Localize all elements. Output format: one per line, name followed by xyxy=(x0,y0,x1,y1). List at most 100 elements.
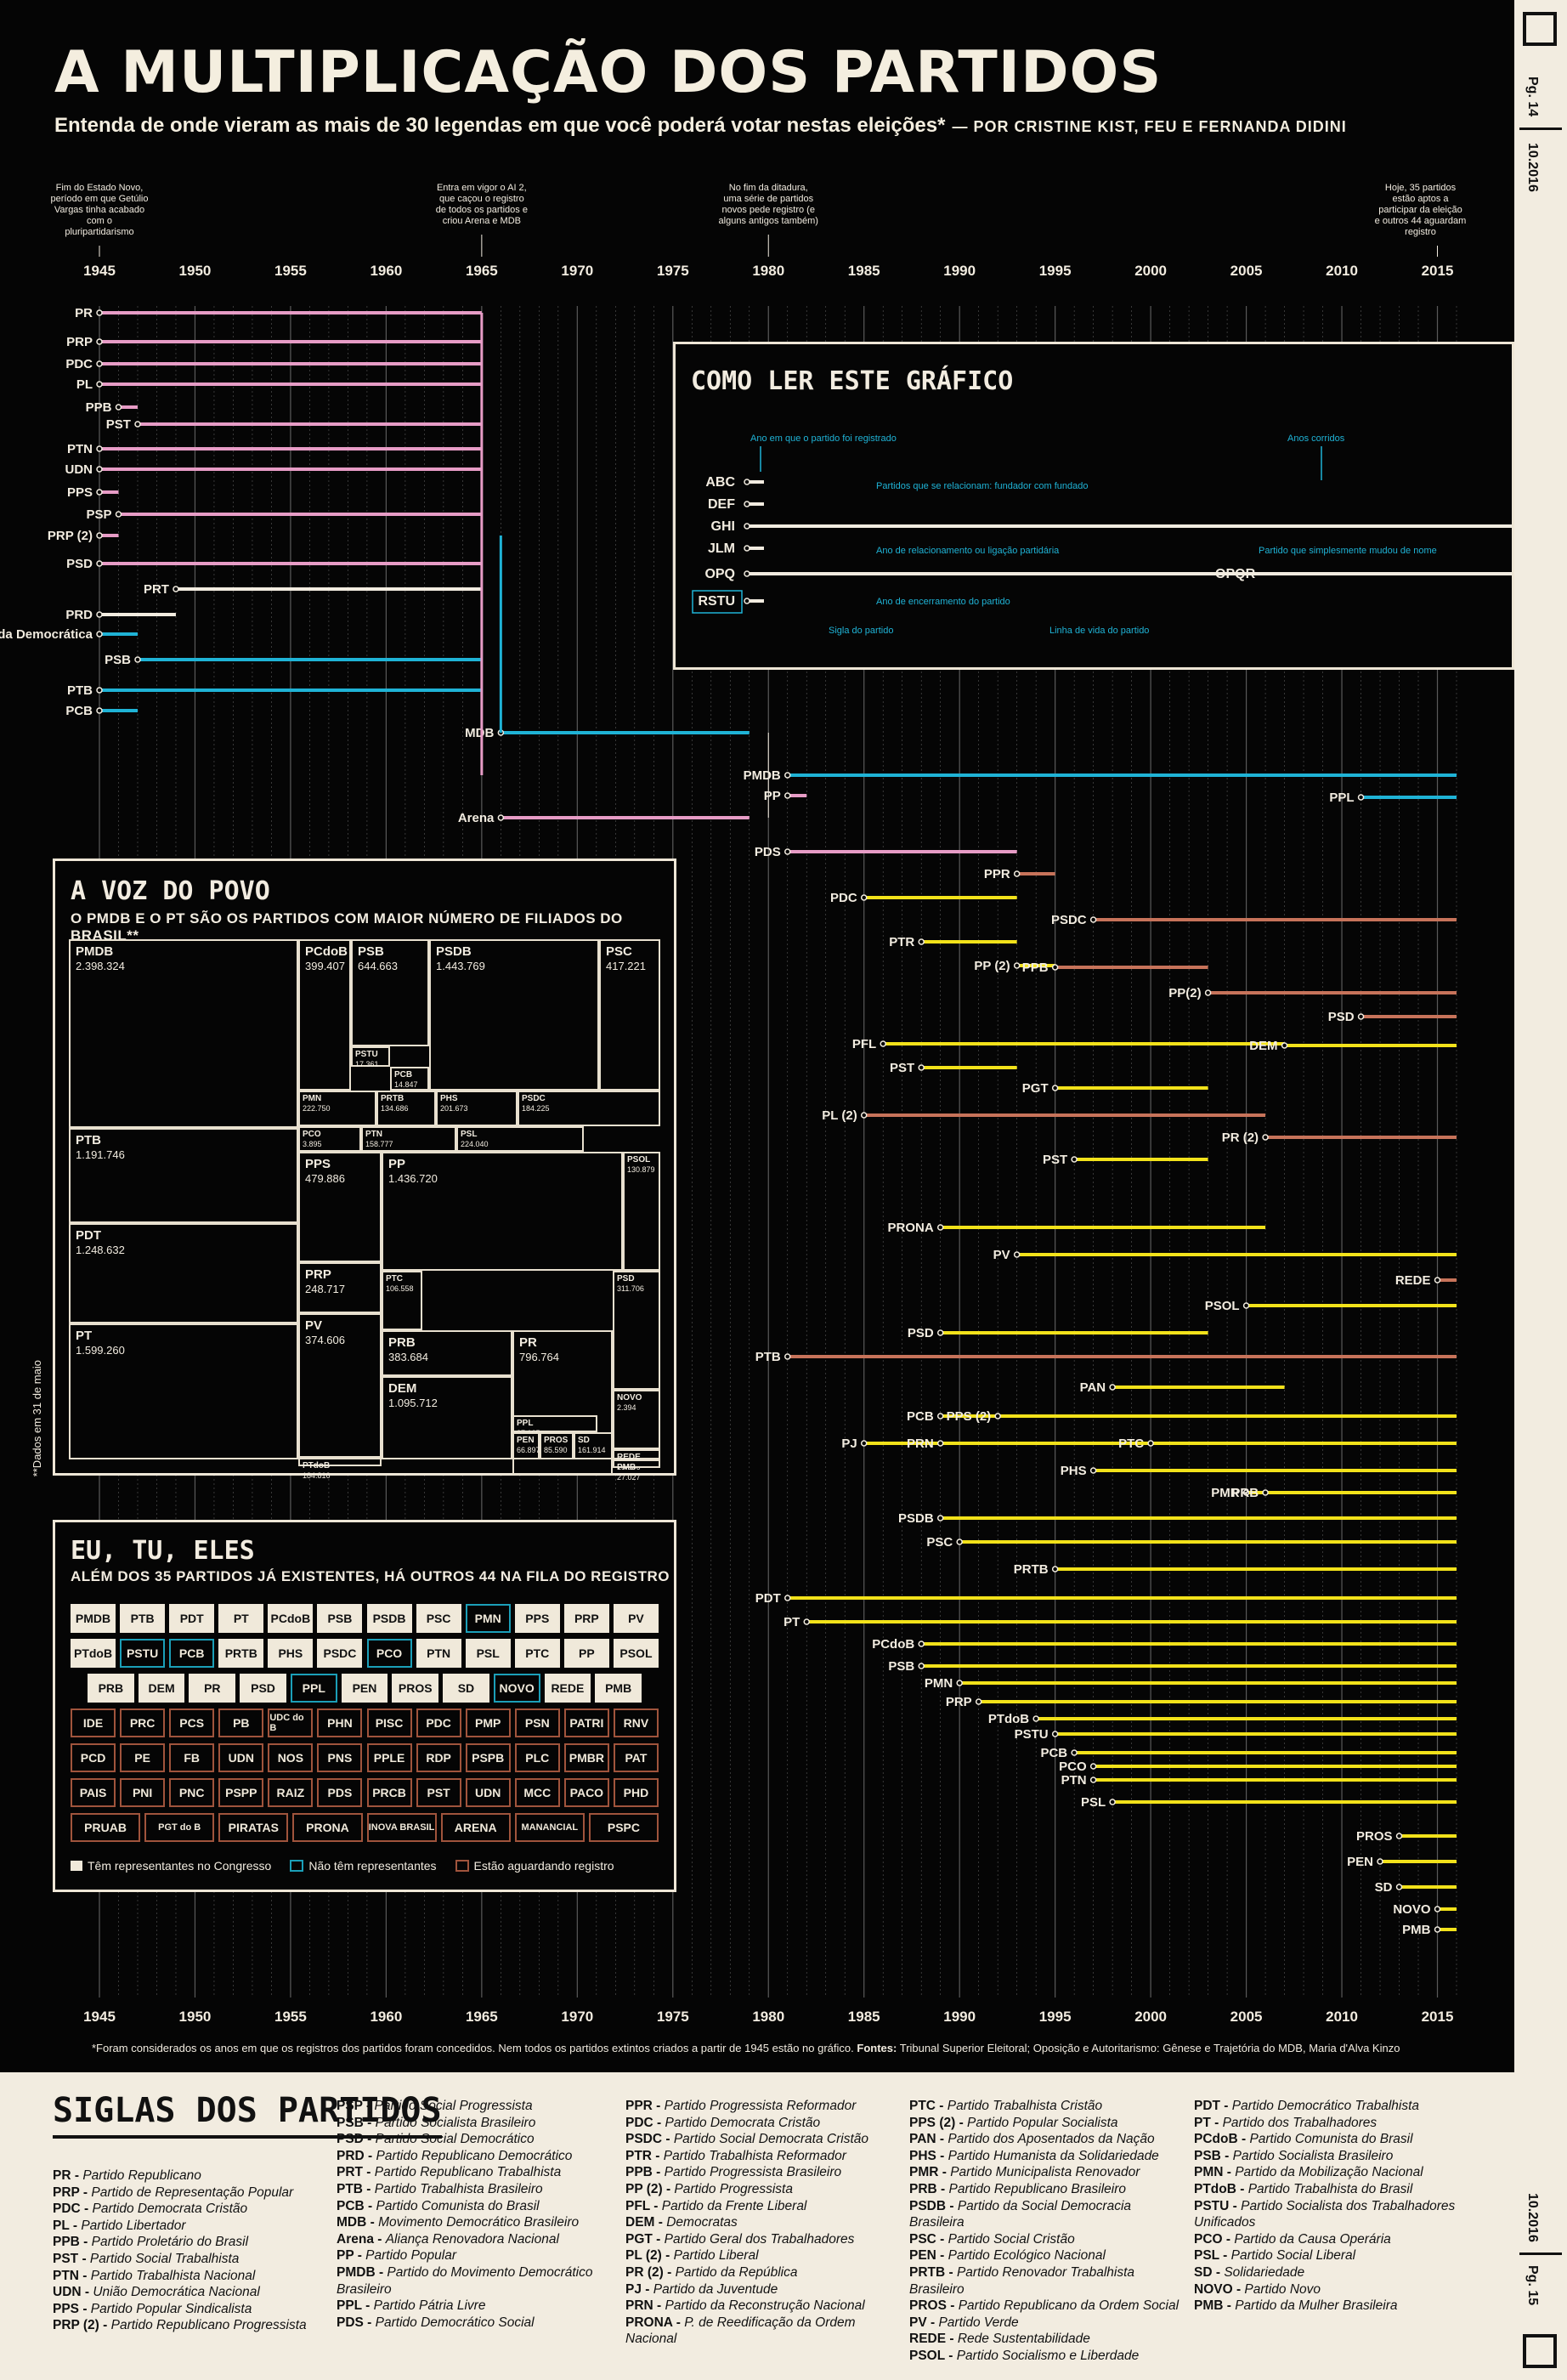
party-lifeline: SD xyxy=(1375,1880,1457,1895)
party-lifeline: PPS xyxy=(67,485,119,500)
party-badge: PHS xyxy=(268,1639,314,1668)
party-label: PR (2) xyxy=(1222,1130,1259,1145)
party-lifeline: PST xyxy=(1043,1153,1208,1167)
treemap-party: PSD xyxy=(617,1274,635,1284)
party-lifeline: PTdoB xyxy=(988,1712,1457,1726)
party-lifeline: MDB xyxy=(465,726,750,740)
party-badge: UDN xyxy=(218,1743,264,1772)
howto-row: OPQ xyxy=(704,567,1512,581)
treemap-value: 2.394 xyxy=(617,1403,636,1412)
treemap-party: PP xyxy=(388,1157,406,1171)
treemap-party: PMN xyxy=(303,1094,322,1103)
annotation-line: com o xyxy=(87,216,112,226)
party-badge: PRC xyxy=(120,1708,166,1737)
start-marker xyxy=(784,1353,791,1360)
sigla-entry: PFL - Partido da Frente Liberal xyxy=(625,2198,807,2213)
party-badge: PRTB xyxy=(218,1639,264,1668)
sigla-entry: PL - Partido Libertador xyxy=(53,2218,186,2233)
howto-row: JLM xyxy=(708,541,764,556)
party-lifeline: PFL xyxy=(852,1037,1285,1051)
party-lifeline: PSD xyxy=(1328,1010,1457,1024)
start-marker xyxy=(1242,1302,1250,1309)
legend-rep-label: Têm representantes no Congresso xyxy=(88,1859,272,1873)
start-marker xyxy=(1089,1776,1097,1783)
year-label-bottom: 2000 xyxy=(1134,2009,1167,2025)
byline: — POR CRISTINE KIST, FEU E FERNANDA DIDI… xyxy=(952,118,1347,135)
party-lifeline: PRN xyxy=(907,1436,1151,1451)
howto-row-label: ABC xyxy=(705,475,735,490)
party-label: PJ xyxy=(841,1436,857,1451)
sigla-entry: PDT - Partido Democrático Trabalhista xyxy=(1194,2099,1420,2113)
party-label: PRT xyxy=(144,582,169,597)
annotation-line: criou Arena e MDB xyxy=(443,216,521,226)
treemap-value: 479.886 xyxy=(305,1172,345,1185)
party-badge: PSDB xyxy=(366,1604,412,1633)
eles-subtitle: ALÉM DOS 35 PARTIDOS JÁ EXISTENTES, HÁ O… xyxy=(71,1568,670,1584)
year-label-bottom: 1950 xyxy=(179,2009,212,2025)
start-marker xyxy=(860,1112,868,1119)
party-badge: RAIZ xyxy=(268,1778,314,1807)
party-lifeline: PRB xyxy=(1231,1486,1457,1500)
treemap-party: PRP xyxy=(305,1267,331,1282)
howto-marker xyxy=(744,523,750,530)
party-lifeline: PRP xyxy=(66,335,482,349)
treemap-value: 27.027 xyxy=(617,1473,641,1482)
party-badge: PCB xyxy=(169,1639,215,1668)
page-subtitle: Entenda de onde vieram as mais de 30 leg… xyxy=(54,114,1347,138)
howto-label-end-year: Ano de encerramento do partido xyxy=(876,597,1010,607)
treemap-value: 417.221 xyxy=(606,960,646,972)
party-lifeline: PSP xyxy=(86,507,482,522)
party-badge: MCC xyxy=(514,1778,560,1807)
party-badge: PRCB xyxy=(366,1778,412,1807)
party-badge: PNC xyxy=(169,1778,215,1807)
footnote-text: *Foram considerados os anos em que os re… xyxy=(92,2042,854,2054)
sigla-entry: PPS - Partido Popular Sindicalista xyxy=(53,2301,252,2316)
party-label: PMDB xyxy=(744,768,781,783)
start-marker xyxy=(1013,1251,1021,1258)
treemap-party: PTdoB xyxy=(303,1461,331,1470)
start-marker xyxy=(918,1640,925,1647)
treemap-value: 248.717 xyxy=(305,1283,345,1295)
party-badge: PAT xyxy=(613,1743,659,1772)
party-lifeline: PRP xyxy=(946,1695,1457,1709)
treemap-party: SD xyxy=(578,1436,590,1445)
start-marker xyxy=(784,848,791,855)
party-badge: PSB xyxy=(317,1604,363,1633)
party-label: PTN xyxy=(67,442,93,456)
page-number-top: Pg. 14 xyxy=(1525,76,1540,117)
treemap-party: PPS xyxy=(305,1157,331,1171)
start-marker xyxy=(1377,1858,1383,1865)
start-marker xyxy=(96,532,103,539)
treemap-party: PHS xyxy=(440,1094,458,1103)
start-marker xyxy=(96,338,103,345)
treemap-party: PSTU xyxy=(355,1050,378,1059)
howto-label-rename: Partido que simplesmente mudou de nome xyxy=(1259,546,1437,556)
party-label: PTN xyxy=(1061,1773,1087,1788)
party-lifeline: PMN xyxy=(925,1676,1457,1691)
sigla-entry: PRN - Partido da Reconstrução Nacional xyxy=(625,2298,865,2314)
party-badge: PISC xyxy=(366,1708,412,1737)
magazine-logo-icon xyxy=(1523,2334,1557,2368)
voz-panel: A VOZ DO POVO O PMDB E O PT SÃO OS PARTI… xyxy=(53,858,676,1482)
party-label: PCdoB xyxy=(872,1637,914,1652)
party-badge: FB xyxy=(169,1743,215,1772)
year-label-bottom: 1985 xyxy=(848,2009,880,2025)
legend-wait-label: Estão aguardando registro xyxy=(473,1859,614,1873)
year-label-bottom: 1945 xyxy=(83,2009,116,2025)
sigla-entry: PSDB - Partido da Social Democracia Bras… xyxy=(909,2198,1132,2230)
treemap-value: 383.684 xyxy=(388,1351,428,1363)
party-badge: PDC xyxy=(416,1708,461,1737)
start-marker xyxy=(1089,916,1097,923)
